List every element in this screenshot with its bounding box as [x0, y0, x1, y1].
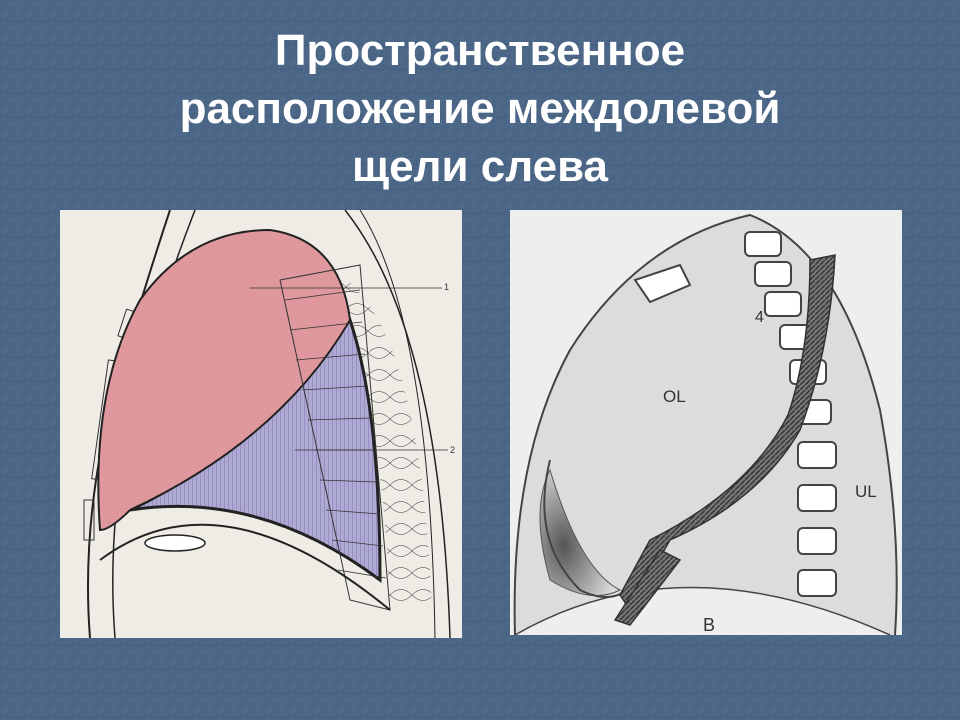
slide-title: Пространственное расположение междолевой… — [80, 22, 880, 196]
left-lung-diagram: 1 2 — [60, 210, 462, 638]
title-line-3: щели слева — [351, 142, 609, 191]
lower-lobe-label: UL — [855, 482, 877, 501]
view-label: B — [703, 615, 715, 635]
callout-1: 1 — [444, 282, 449, 292]
upper-lobe-label: OL — [663, 387, 686, 406]
title-line-2: расположение междолевой — [179, 84, 781, 133]
callout-2: 2 — [450, 445, 455, 455]
right-lung-diagram: 4 OL UL B — [510, 210, 902, 635]
left-lung-illustration: 1 2 — [83, 210, 455, 638]
title-line-1: Пространственное — [274, 26, 686, 75]
rib-number-label: 4 — [755, 309, 764, 326]
right-lung-illustration: 4 OL UL B — [513, 213, 898, 635]
